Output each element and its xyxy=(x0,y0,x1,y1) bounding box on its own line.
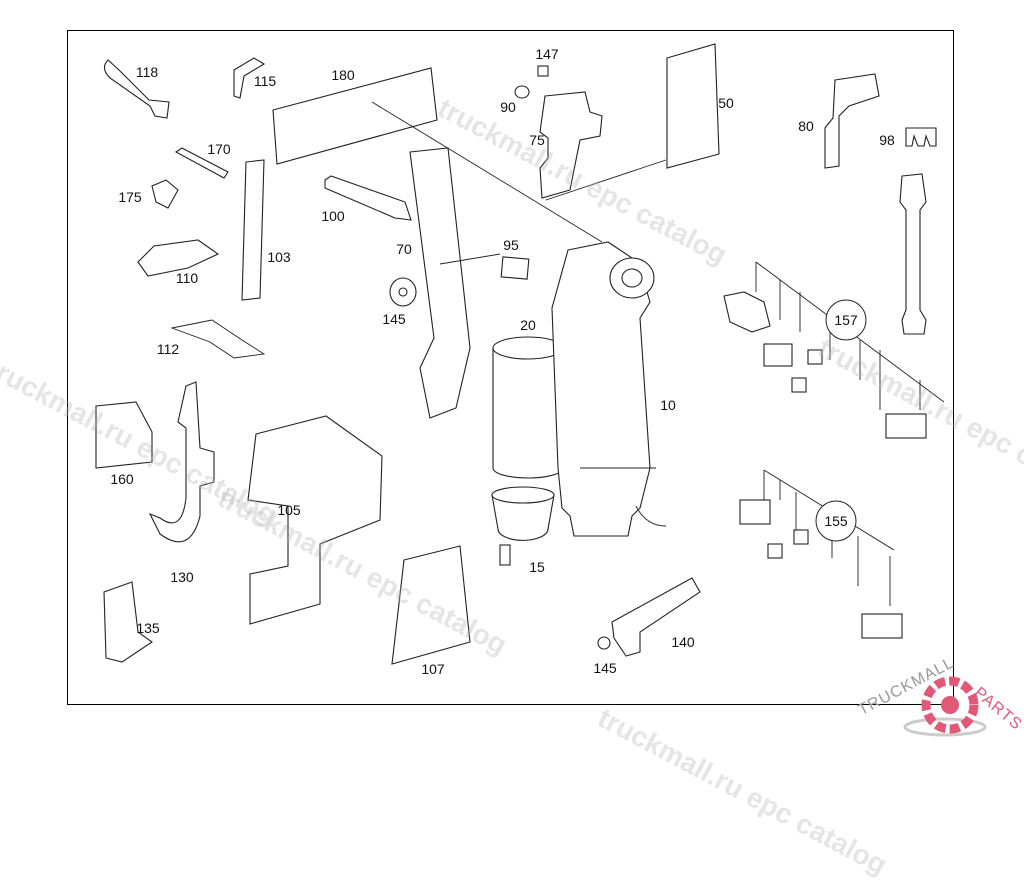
part-180 xyxy=(272,67,438,165)
part-label-118: 118 xyxy=(135,64,159,80)
logo-gear-icon xyxy=(903,676,987,737)
part-label-50: 50 xyxy=(718,95,734,111)
part-98 xyxy=(905,127,937,147)
part-98-sensor xyxy=(899,173,927,335)
part-label-145: 145 xyxy=(593,660,617,676)
part-105 xyxy=(247,415,383,625)
diagram-frame xyxy=(67,30,954,705)
part-label-175: 175 xyxy=(118,189,142,205)
part-175 xyxy=(151,179,179,209)
part-label-157: 157 xyxy=(834,312,858,328)
part-label-80: 80 xyxy=(798,118,814,134)
part-label-100: 100 xyxy=(321,208,345,224)
part-140 xyxy=(611,577,701,657)
part-label-15: 15 xyxy=(529,559,545,575)
part-80 xyxy=(824,73,880,169)
part-label-20: 20 xyxy=(520,317,536,333)
circle-157 xyxy=(825,299,867,341)
part-label-155: 155 xyxy=(824,513,848,529)
part-label-112: 112 xyxy=(156,341,180,357)
part-50 xyxy=(666,43,720,169)
part-115 xyxy=(233,57,266,99)
circle-155 xyxy=(815,500,857,542)
part-label-140: 140 xyxy=(671,634,695,650)
part-label-98: 98 xyxy=(879,132,895,148)
part-20 xyxy=(492,347,564,479)
logo: TRUCKMALL PARTS xyxy=(856,654,1024,750)
part-label-115: 115 xyxy=(253,73,277,89)
part-135 xyxy=(103,581,153,663)
part-label-70: 70 xyxy=(396,241,412,257)
part-15 xyxy=(491,494,555,541)
part-label-147: 147 xyxy=(535,46,559,62)
part-160 xyxy=(95,401,153,469)
part-label-170: 170 xyxy=(207,141,231,157)
part-label-130: 130 xyxy=(170,569,194,585)
part-118 xyxy=(103,59,170,119)
part-110 xyxy=(137,239,220,277)
part-label-90: 90 xyxy=(500,99,516,115)
part-label-180: 180 xyxy=(331,67,355,83)
part-147 xyxy=(537,65,549,77)
logo-text-right: PARTS xyxy=(970,684,1024,734)
part-75 xyxy=(539,91,603,199)
part-label-135: 135 xyxy=(136,620,160,636)
part-label-107: 107 xyxy=(421,661,445,677)
part-107 xyxy=(391,545,471,665)
logo-text-left: TRUCKMALL xyxy=(855,654,958,720)
part-103 xyxy=(241,159,265,301)
part-label-75: 75 xyxy=(529,132,545,148)
part-95 xyxy=(500,256,530,280)
part-label-95: 95 xyxy=(503,237,519,253)
part-label-110: 110 xyxy=(175,270,199,286)
part-100 xyxy=(324,175,412,221)
part-130 xyxy=(148,381,215,543)
parts-drawing xyxy=(95,43,987,737)
part-70 xyxy=(409,147,471,419)
part-170 xyxy=(174,147,229,179)
part-label-10: 10 xyxy=(660,397,676,413)
part-label-103: 103 xyxy=(267,249,291,265)
part-145-washer-2 xyxy=(597,636,611,650)
part-90 xyxy=(514,85,530,99)
part-label-145: 145 xyxy=(382,311,406,327)
part-label-160: 160 xyxy=(110,471,134,487)
part-label-105: 105 xyxy=(277,502,301,518)
part-112 xyxy=(170,319,266,359)
